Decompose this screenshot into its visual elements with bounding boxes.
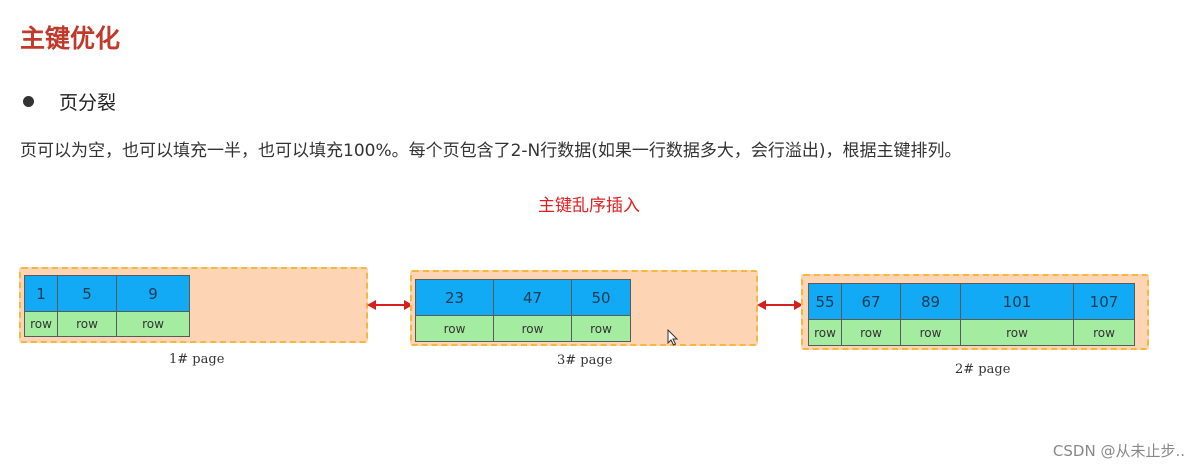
bullet-item-label: 页分裂 (59, 92, 117, 114)
page-1-row-1: row (24, 311, 58, 337)
double-arrow-icon (757, 300, 803, 310)
page-3-row-1: row (415, 315, 494, 342)
description-text: 页可以为空，也可以填充一半，也可以填充100%。每个页包含了2-N行数据(如果一… (20, 141, 962, 161)
page-2-key-1: 55 (808, 283, 842, 320)
page-3-row-2: row (493, 315, 572, 342)
page-1-box: 1 5 9 row row row (19, 267, 368, 343)
page-1-key-1: 1 (24, 275, 58, 312)
mouse-cursor-icon (667, 329, 679, 346)
page-3-key-3: 50 (571, 279, 631, 316)
page-2-row-5: row (1073, 319, 1135, 346)
page-2-key-5: 107 (1073, 283, 1135, 320)
page-1-row-3: row (116, 311, 190, 337)
double-arrow-icon (367, 300, 413, 310)
page-1-row-2: row (57, 311, 117, 337)
page-2-row-4: row (960, 319, 1074, 346)
page-2-key-2: 67 (841, 283, 901, 320)
page-2-row-3: row (900, 319, 961, 346)
page-3-key-2: 47 (493, 279, 572, 316)
page-3-key-1: 23 (415, 279, 494, 316)
section-heading: 主键优化 (20, 24, 121, 53)
page-2-caption: 2# page (955, 362, 1011, 377)
page-3-box: 23 47 50 row row row (410, 270, 758, 346)
page-3-row-3: row (571, 315, 631, 342)
page-2-key-4: 101 (960, 283, 1074, 320)
page-2-box: 55 67 89 101 107 row row row row row (801, 274, 1149, 350)
watermark: CSDN @从未止步.. (1052, 442, 1185, 460)
diagram-title: 主键乱序插入 (538, 196, 640, 216)
page-2-row-2: row (841, 319, 901, 346)
bullet-dot-icon (23, 96, 34, 107)
page-2-key-3: 89 (900, 283, 961, 320)
page-1-caption: 1# page (169, 352, 225, 367)
page-1-key-3: 9 (116, 275, 190, 312)
page-2-row-1: row (808, 319, 842, 346)
page-3-caption: 3# page (557, 353, 613, 368)
page-1-key-2: 5 (57, 275, 117, 312)
